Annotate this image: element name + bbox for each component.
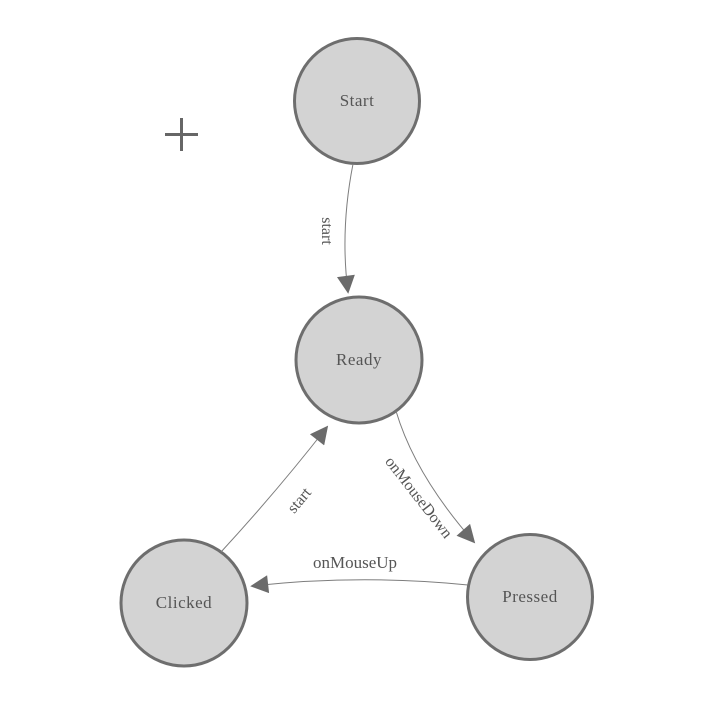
edge-ready-to-pressed[interactable] <box>395 410 476 544</box>
edge-start-to-ready[interactable] <box>337 163 355 294</box>
node-pressed[interactable] <box>466 533 594 661</box>
node-ready[interactable] <box>294 295 424 425</box>
edge-pressed-to-clicked[interactable] <box>250 575 469 594</box>
node-clicked[interactable] <box>119 538 249 668</box>
node-start[interactable] <box>293 37 421 165</box>
edge-clicked-to-ready[interactable] <box>220 425 329 553</box>
plus-cursor-icon <box>165 118 198 151</box>
